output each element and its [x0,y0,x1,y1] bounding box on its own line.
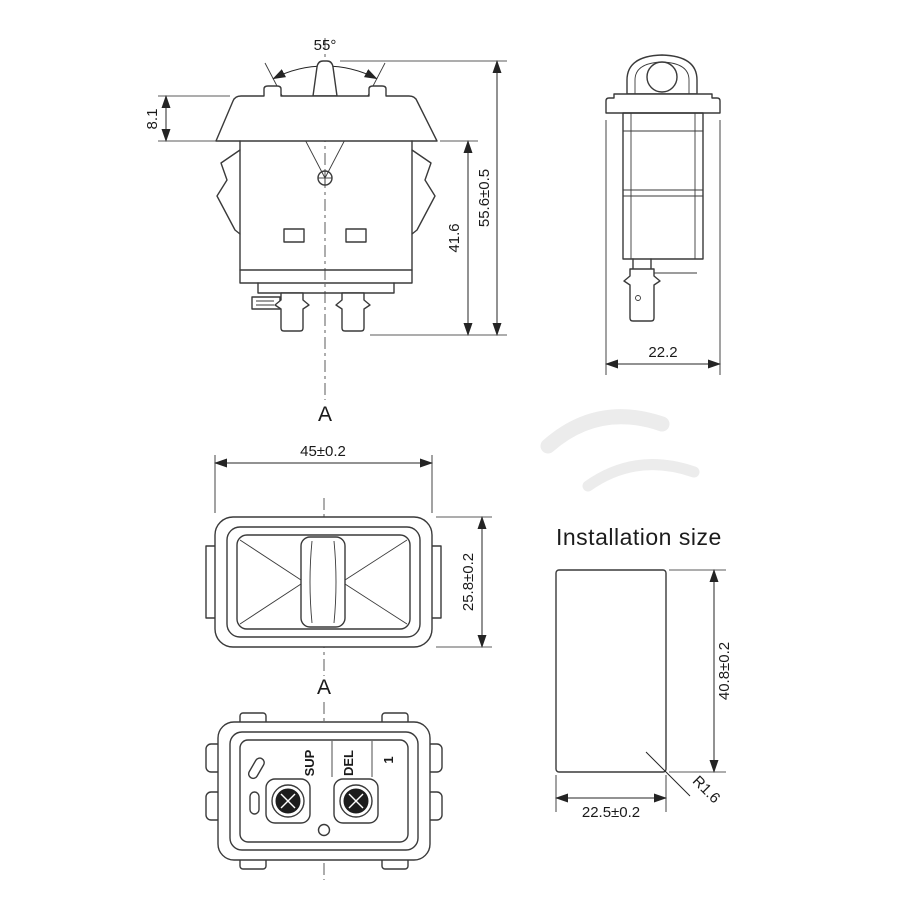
bottom-outer-frame [217,721,431,861]
side-width-dimension-label: 22.2 [648,344,677,361]
dimension-install-height: 40.8±0.2 [669,569,733,773]
section-axis-label-face: A [317,676,331,699]
key-slot-angled [247,757,265,780]
side-body [622,112,704,260]
install-width-dimension-label: 22.5±0.2 [582,804,640,821]
rocker-button [300,536,346,628]
dimension-total-height: 55.6±0.5 [340,60,507,336]
rocker-opening [236,534,411,630]
switch-body [239,140,413,284]
body-height-dimension-label: 41.6 [446,223,463,252]
side-rocker-pivot [646,61,678,93]
bottom-view: SUP DEL 1 [205,702,443,880]
radius-leader-line [645,751,691,797]
cutout-rectangle [555,569,667,773]
side-terminal [623,258,697,322]
side-terminal-tab [251,296,281,310]
face-inner-frame [226,526,421,638]
installation-view: Installation size 40.8±0.2 22.5±0.2 R1.6 [555,524,733,821]
front-view: 55° 8 [144,37,507,426]
side-dome [626,54,698,95]
dimension-side-width: 22.2 [605,120,721,375]
watermark-swoosh [540,409,700,492]
barb-terminal-right [335,292,371,332]
dimension-face-height: 25.8±0.2 [436,516,492,648]
install-height-dimension-label: 40.8±0.2 [716,642,733,700]
bottom-screw-terminal-left [265,778,311,824]
terminal-label-sup: SUP [302,749,317,776]
face-width-dimension-label: 45±0.2 [300,443,346,460]
locator-hole [317,823,331,837]
key-slot-vertical [249,791,260,815]
body-window-left [283,228,305,243]
face-view: 45±0.2 25.8±0.2 A [205,443,492,699]
side-flange [605,93,721,114]
overall-height-dimension-label: 55.6±0.5 [476,169,493,227]
snap-clip-right [411,149,436,235]
cap-height-dimension-label: 8.1 [144,109,161,130]
section-axis-label-front: A [318,403,332,426]
installation-heading: Installation size [556,524,722,550]
dimension-install-width: 22.5±0.2 [555,775,667,821]
bottom-screw-terminal-right [333,778,379,824]
pivot-screw [317,170,333,186]
switch-cap [215,85,438,142]
dimension-cap-height: 8.1 [144,95,230,142]
side-view: 22.2 [605,54,721,375]
body-base [257,282,395,294]
angle-dimension-label: 55° [314,37,337,54]
front-terminals [251,292,371,332]
corner-radius-callout: R1.6 [645,751,723,807]
face-height-dimension-label: 25.8±0.2 [460,553,477,611]
dimension-face-width: 45±0.2 [214,443,433,513]
actuator-key [312,60,338,97]
terminal-block-frame [239,739,409,843]
corner-radius-label: R1.6 [689,773,723,807]
body-window-right [345,228,367,243]
terminal-label-del: DEL [341,750,356,776]
barb-terminal-left [274,292,310,332]
bottom-inner-frame [229,731,419,851]
snap-clip-left [216,149,241,235]
dimension-body-height: 41.6 [370,140,507,336]
terminal-label-one: 1 [381,756,396,763]
